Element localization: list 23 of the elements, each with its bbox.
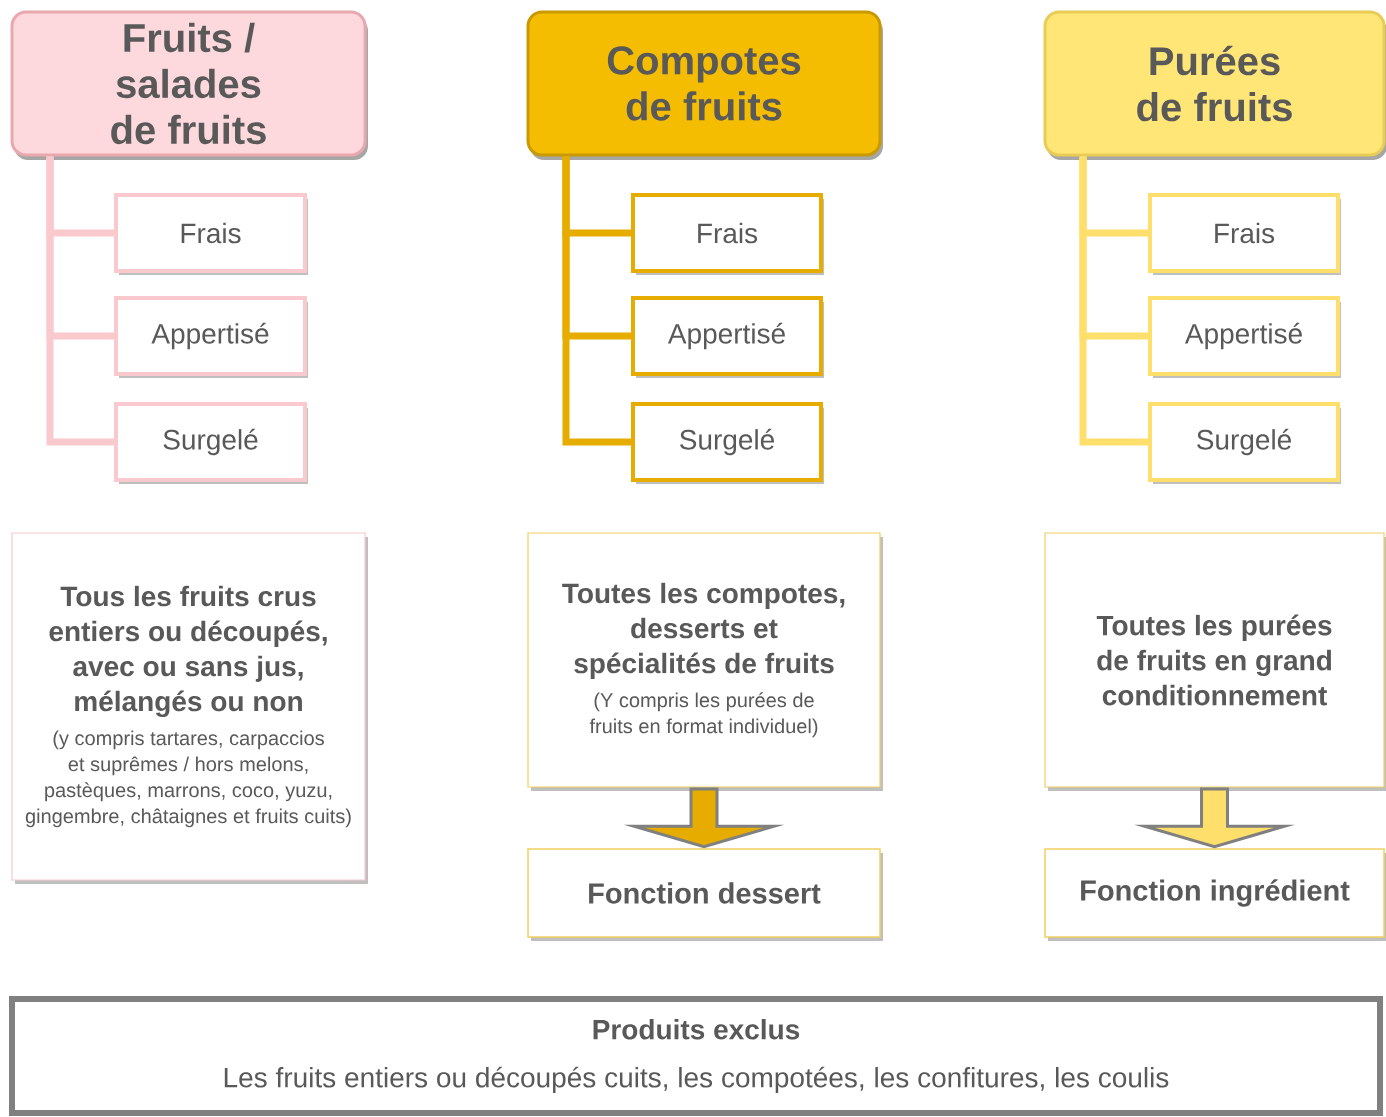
type-box: Appertisé bbox=[114, 296, 308, 378]
function-box: Fonction dessert bbox=[527, 848, 883, 941]
type-box: Frais bbox=[114, 193, 308, 275]
type-box: Surgelé bbox=[1148, 402, 1341, 484]
connector-line bbox=[1079, 156, 1148, 446]
description-box: Tous les fruits crus entiers ou découpés, avec ou sans jus, mélangés ou non (y compris tartares, carpaccios et suprêmes / hors melons, pastèques, marrons, coco, yuzu, gingembre, châtaignes et fruits cuits) bbox=[11, 532, 368, 884]
type-box: Surgelé bbox=[631, 402, 824, 484]
type-box: Appertisé bbox=[1148, 296, 1341, 378]
connector-line bbox=[46, 156, 114, 446]
category-header: Fruits / salades de fruits bbox=[10, 10, 368, 160]
function-box: Fonction ingrédient bbox=[1044, 848, 1386, 941]
type-box: Surgelé bbox=[114, 402, 308, 484]
category-header: Purées de fruits bbox=[1043, 10, 1386, 160]
excluded-products-box: Produits exclus Les fruits entiers ou découpés cuits, les compotées, les confitures, les coulis bbox=[9, 996, 1383, 1116]
block-arrow bbox=[623, 787, 785, 849]
type-box: Frais bbox=[631, 193, 824, 275]
description-box: Toutes les compotes, desserts et spécialités de fruits (Y compris les purées de fruits en format individuel) bbox=[527, 532, 883, 791]
type-box: Appertisé bbox=[631, 296, 824, 378]
type-box: Frais bbox=[1148, 193, 1341, 275]
description-box: Toutes les purées de fruits en grand conditionnement bbox=[1044, 532, 1386, 791]
connector-line bbox=[562, 156, 631, 446]
category-header: Compotes de fruits bbox=[526, 10, 883, 160]
block-arrow bbox=[1134, 787, 1295, 849]
